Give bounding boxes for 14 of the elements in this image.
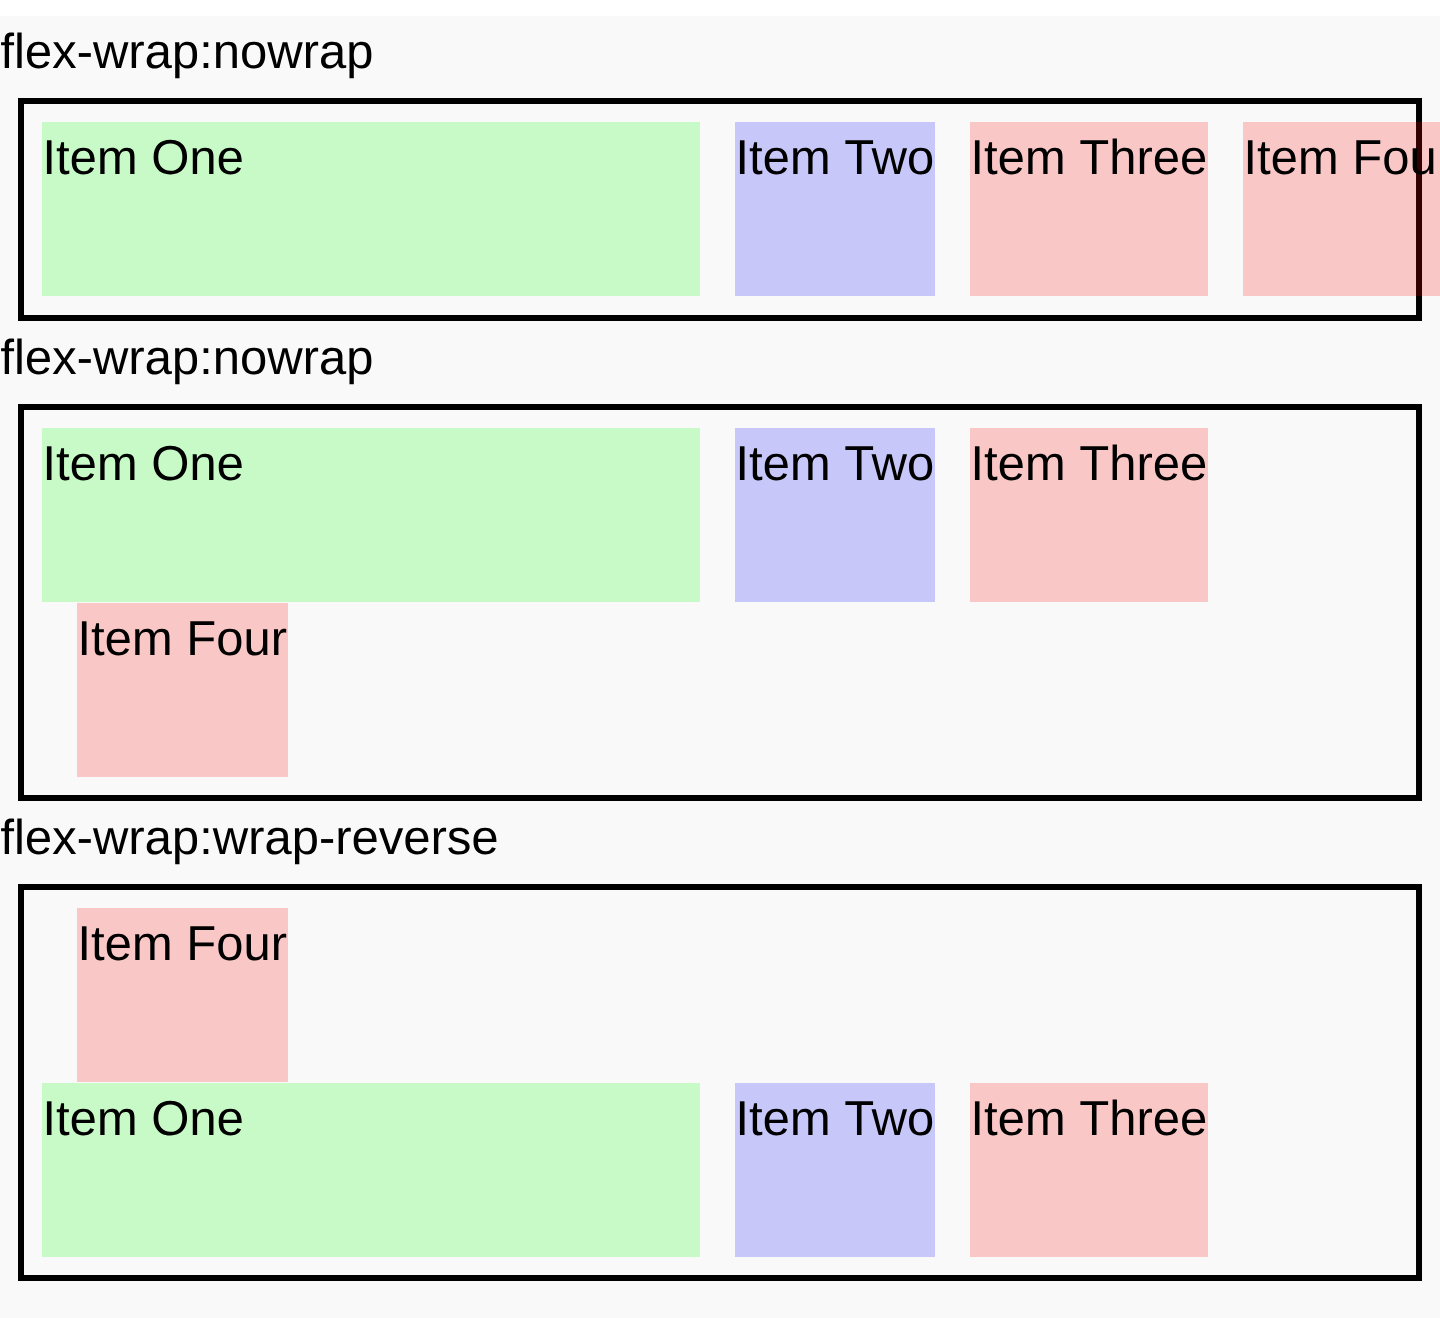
- item-box: Item Three: [970, 1083, 1208, 1257]
- item-box: Item Three: [970, 428, 1208, 602]
- item-box: Item One: [42, 1083, 700, 1257]
- item-box: Item One: [42, 122, 700, 296]
- item-box: Item One: [42, 428, 700, 602]
- section-heading: flex-wrap:nowrap: [1, 338, 372, 385]
- item-box: Item Two: [735, 428, 935, 602]
- item-box: Item Two: [735, 122, 935, 296]
- item-box: Item Four: [77, 603, 288, 777]
- item-box: Item Two: [735, 1083, 935, 1257]
- section-heading: flex-wrap:nowrap: [1, 32, 372, 79]
- item-box: Item Four: [77, 908, 288, 1082]
- item-box: Item Three: [970, 122, 1208, 296]
- section-heading: flex-wrap:wrap-reverse: [1, 818, 497, 865]
